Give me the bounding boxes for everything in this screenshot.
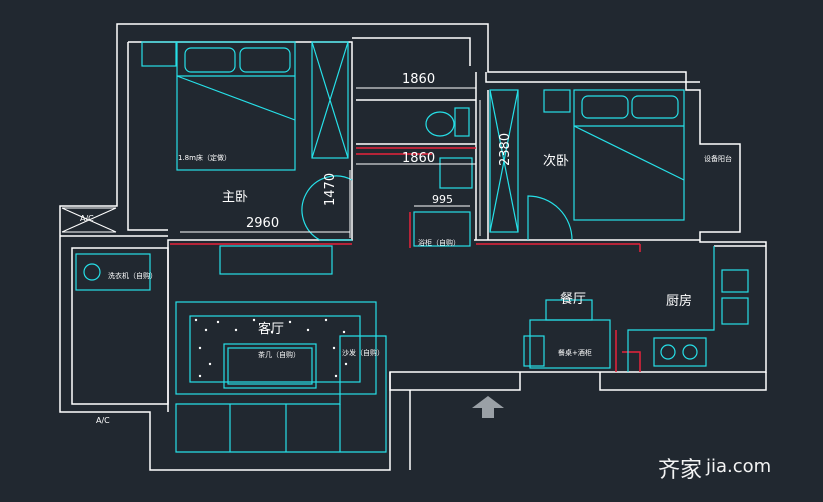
ac-label-top: A/C: [80, 214, 94, 223]
equipment-balcony-label: 设备阳台: [704, 155, 732, 163]
room-label-master-bedroom: 主卧: [222, 190, 249, 205]
master-bed: [176, 41, 296, 171]
dimension-1470: 1470: [323, 172, 338, 206]
room-label-second-bedroom: 次卧: [543, 154, 570, 169]
dining-table-label: 餐桌+酒柜: [558, 349, 592, 357]
room-label-living-room: 客厅: [258, 322, 285, 337]
dimension-1860-mid: 1860: [402, 151, 436, 166]
dimension-995: 995: [432, 193, 453, 206]
coffee-table-label: 茶几（自购）: [258, 351, 300, 359]
wash-basin-label: 浴柜（自购）: [418, 239, 460, 247]
master-wardrobe: [311, 41, 349, 159]
room-label-dining-room: 餐厅: [560, 292, 587, 307]
watermark-domain: jia.com: [706, 456, 772, 477]
second-bed: [573, 89, 685, 221]
dimension-lines: [180, 87, 481, 238]
entrance-arrow: [472, 396, 504, 418]
dimension-1860-top: 1860: [402, 72, 436, 87]
living-rug: [175, 301, 377, 395]
red-lines: [170, 147, 641, 372]
dining-table: [529, 319, 611, 369]
washer-label: 洗衣机（自购）: [108, 272, 157, 280]
rug-pattern: [194, 318, 348, 378]
sofa-label: 沙发（自购）: [342, 349, 384, 357]
dimension-2960: 2960: [246, 216, 280, 231]
watermark-brand: 齐家: [658, 458, 703, 483]
room-label-kitchen: 厨房: [666, 294, 693, 309]
walls: [59, 23, 767, 471]
bed-note: 1.8m床（定做）: [178, 154, 231, 162]
dimension-2380: 2380: [498, 132, 513, 166]
ac-units: [61, 207, 150, 413]
furniture: [75, 41, 749, 453]
ac-label-bottom: A/C: [96, 416, 110, 425]
coffee-table: [223, 343, 317, 389]
